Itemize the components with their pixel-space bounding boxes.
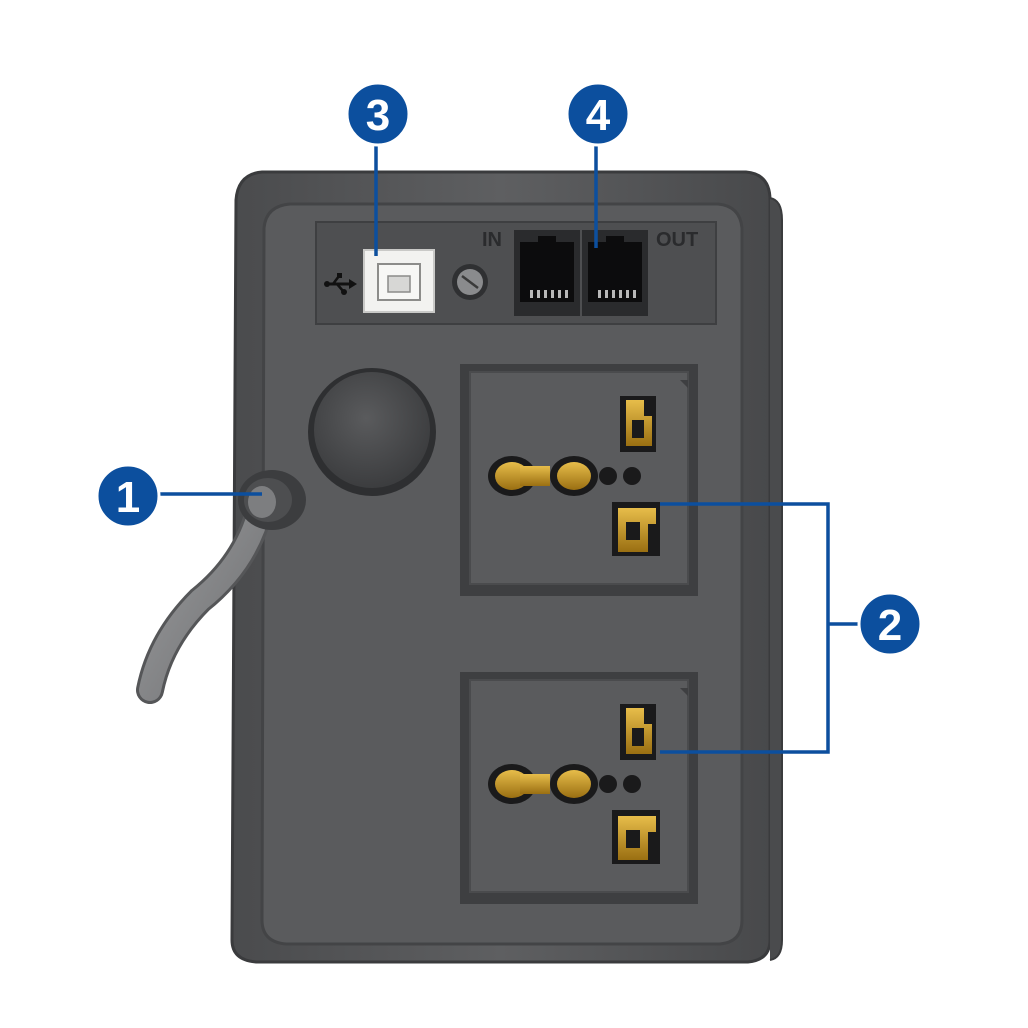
ac-outlet-bottom[interactable] — [460, 672, 698, 904]
outlet-slot-bottom — [612, 502, 660, 556]
outlet-round-slots — [488, 764, 598, 804]
usb-b-port[interactable] — [363, 249, 435, 313]
circuit-breaker[interactable] — [308, 368, 436, 496]
callout-2-number: 2 — [878, 601, 902, 650]
callout-4: 4 — [565, 81, 631, 147]
rj11-jack-in[interactable] — [514, 230, 580, 316]
outlet-round-slots — [488, 456, 598, 496]
callout-4-number: 4 — [586, 91, 611, 140]
phone-out-label: OUT — [656, 229, 698, 251]
outlet-slot-bottom — [612, 810, 660, 864]
usb-icon — [324, 273, 357, 295]
callout-3: 3 — [345, 81, 411, 147]
power-cord — [136, 470, 306, 704]
outlet-slot-top — [620, 704, 656, 760]
phone-in-label: IN — [482, 229, 502, 251]
rj11-jack-out[interactable] — [582, 230, 648, 316]
leader-lines — [160, 144, 860, 754]
callout-1-number: 1 — [116, 473, 140, 522]
callout-2: 2 — [857, 591, 923, 657]
ac-outlet-top[interactable] — [460, 364, 698, 596]
leader-line-2 — [660, 502, 830, 754]
callout-1: 1 — [95, 463, 161, 529]
callout-3-number: 3 — [366, 91, 390, 140]
outlet-slot-top — [620, 396, 656, 452]
ground-screw — [452, 264, 488, 300]
